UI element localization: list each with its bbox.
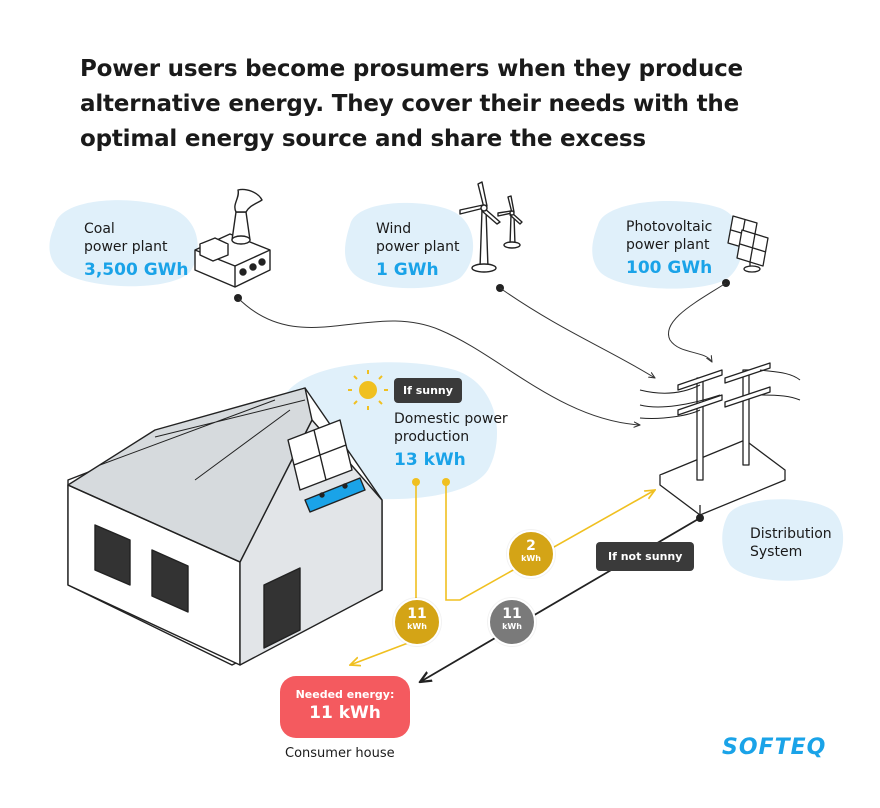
if-not-sunny-tag: If not sunny: [596, 542, 695, 571]
coal-plant-value: 3,500 GWh: [84, 260, 189, 280]
flow-solar-to-house-badge: 11 kWh: [393, 598, 441, 646]
pv-plant-label: Photovoltaic power plant: [626, 219, 713, 253]
pv-panels-icon: [727, 215, 769, 273]
distribution-blob: [722, 499, 844, 581]
coal-blob: [49, 200, 198, 287]
needed-energy-value: 11 kWh: [309, 703, 381, 723]
pv-plant-value: 100 GWh: [626, 258, 713, 278]
page-title: Power users become prosumers when they p…: [80, 56, 743, 152]
wind-turbines-icon: [459, 181, 523, 273]
coal-plant-icon: [194, 188, 271, 288]
needed-energy-label: Needed energy:: [295, 688, 395, 701]
domestic-production-label: Domestic power production: [394, 411, 508, 445]
wind-plant-label: Wind power plant: [376, 221, 460, 255]
pv-blob: [592, 201, 743, 289]
domestic-production-value: 13 kWh: [394, 450, 466, 470]
coal-plant-label: Coal power plant: [84, 221, 168, 255]
wind-blob: [345, 202, 474, 289]
distribution-system-icon: [639, 362, 801, 516]
if-sunny-tag: If sunny: [394, 378, 462, 403]
house-icon: [67, 387, 383, 666]
softeq-logo: SOFTEQ: [722, 735, 827, 760]
wind-plant-value: 1 GWh: [376, 260, 439, 280]
flow-to-grid-badge: 2 kWh: [507, 530, 555, 578]
needed-energy-box: Needed energy: 11 kWh: [280, 676, 410, 738]
distribution-system-label: Distribution System: [750, 526, 832, 560]
sun-icon: [348, 370, 388, 410]
consumer-house-label: Consumer house: [285, 746, 395, 761]
flow-grid-to-house-badge: 11 kWh: [488, 598, 536, 646]
